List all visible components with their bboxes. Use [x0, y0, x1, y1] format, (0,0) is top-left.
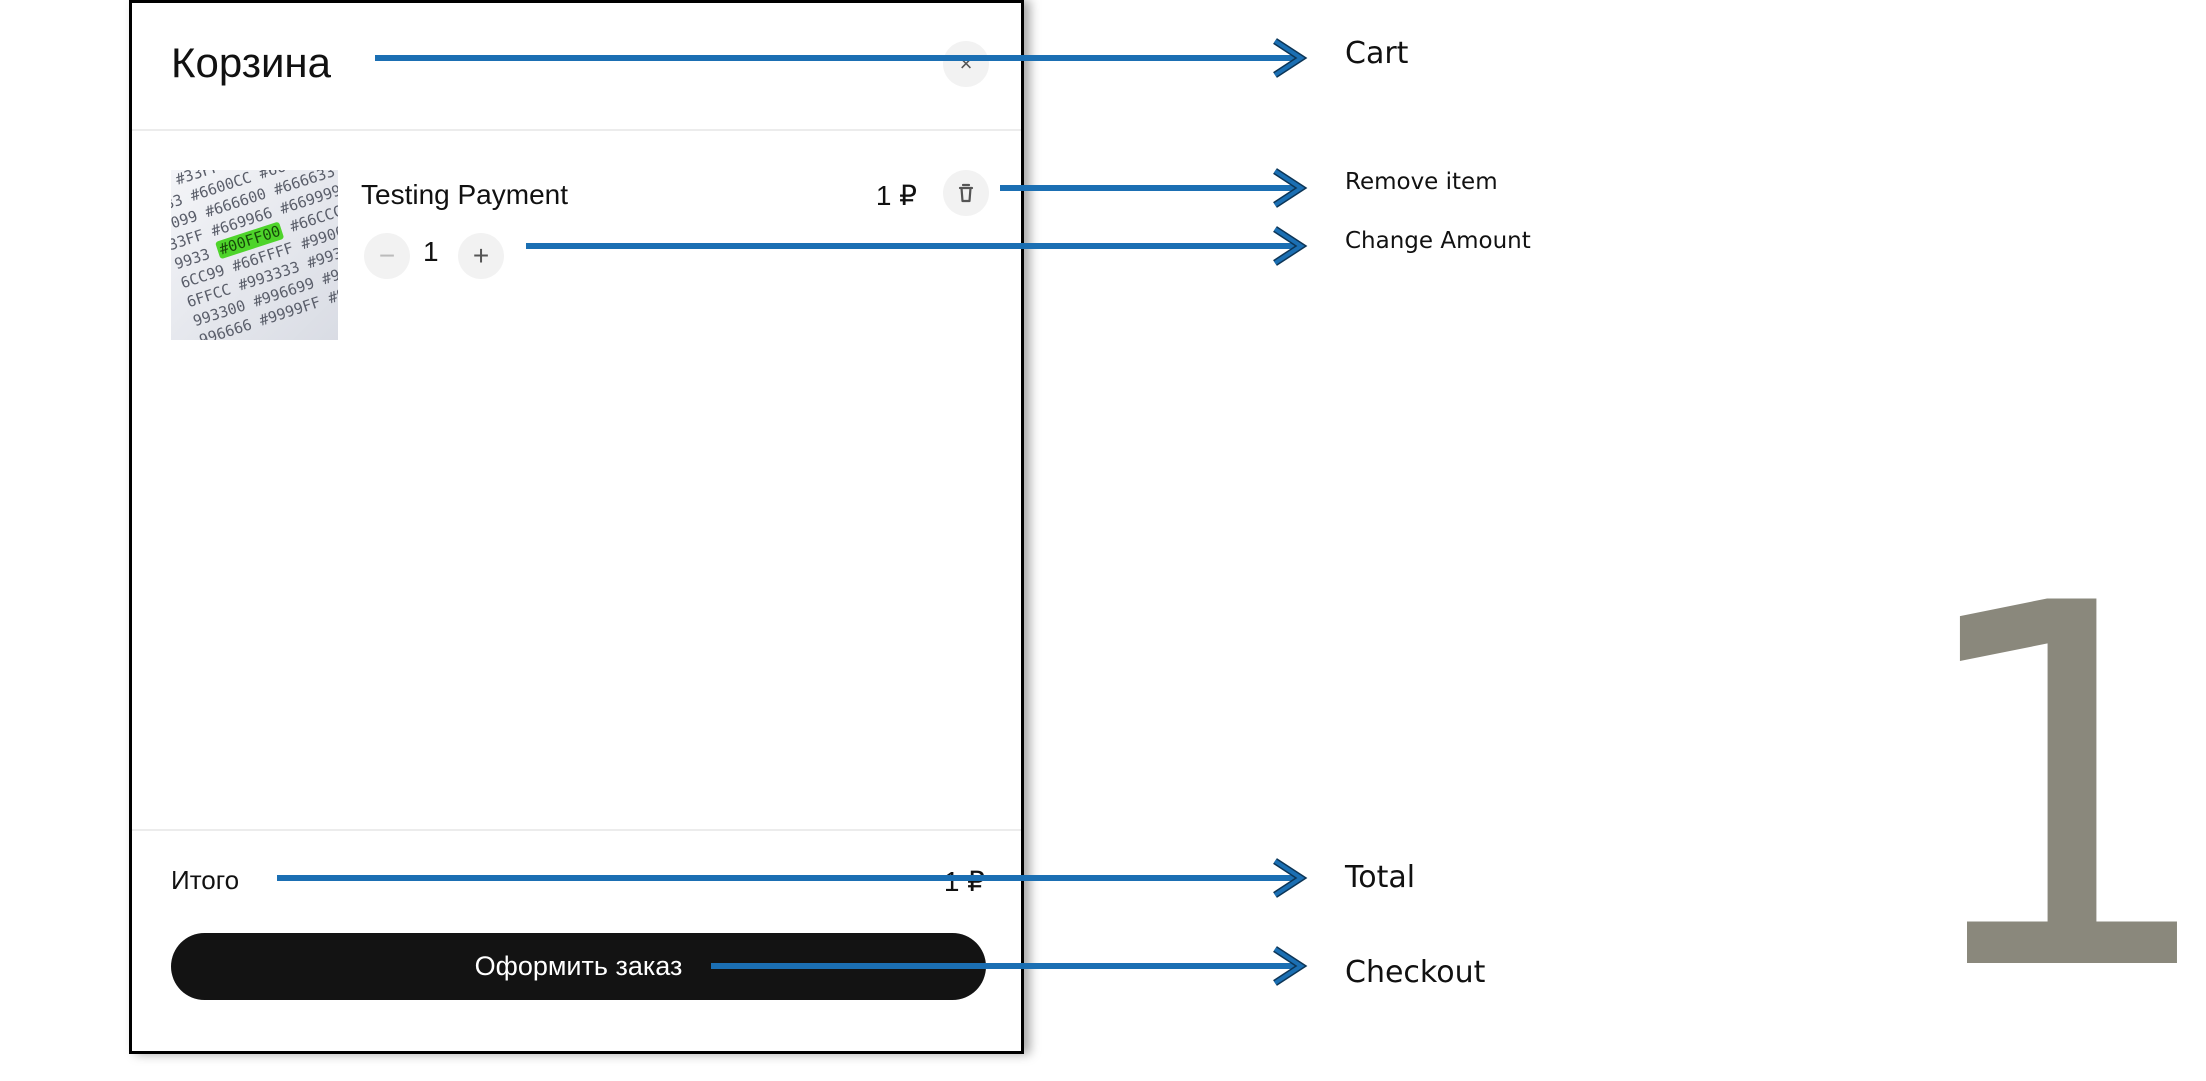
decrease-quantity-button[interactable]: − [364, 233, 410, 279]
annotation-checkout: Checkout [1345, 955, 1486, 990]
trash-icon [958, 183, 974, 203]
annotation-total: Total [1345, 860, 1416, 895]
checkout-button[interactable]: Оформить заказ [171, 933, 986, 1000]
total-value: 1 ₽ [943, 866, 985, 897]
quantity-value: 1 [423, 236, 439, 267]
annotation-remove-item: Remove item [1345, 169, 1498, 195]
total-label: Итого [171, 865, 240, 895]
arrow-checkout [711, 949, 1301, 983]
product-name: Testing Payment [361, 179, 568, 210]
plus-icon: + [472, 240, 490, 271]
arrow-change-amount [526, 229, 1301, 263]
arrow-cart [375, 41, 1301, 75]
arrow-remove-item [1000, 171, 1301, 205]
minus-icon: − [378, 240, 396, 271]
product-price: 1 ₽ [875, 180, 917, 211]
cart-title: Корзина [171, 39, 331, 86]
annotation-cart: Cart [1345, 36, 1409, 71]
annotation-change-amount: Change Amount [1345, 228, 1531, 254]
header-divider [132, 129, 1021, 131]
remove-item-button[interactable] [943, 170, 989, 216]
arrow-total [277, 861, 1301, 895]
annotation-arrows [277, 0, 2206, 1054]
checkout-label: Оформить заказ [474, 951, 683, 981]
product-thumbnail: 99 #33CC00 #33FF99 #FF #33FF66 #33FF99 #… [171, 170, 338, 340]
footer-divider [132, 829, 1021, 831]
increase-quantity-button[interactable]: + [458, 233, 504, 279]
step-number: 1 [1905, 499, 2206, 1081]
